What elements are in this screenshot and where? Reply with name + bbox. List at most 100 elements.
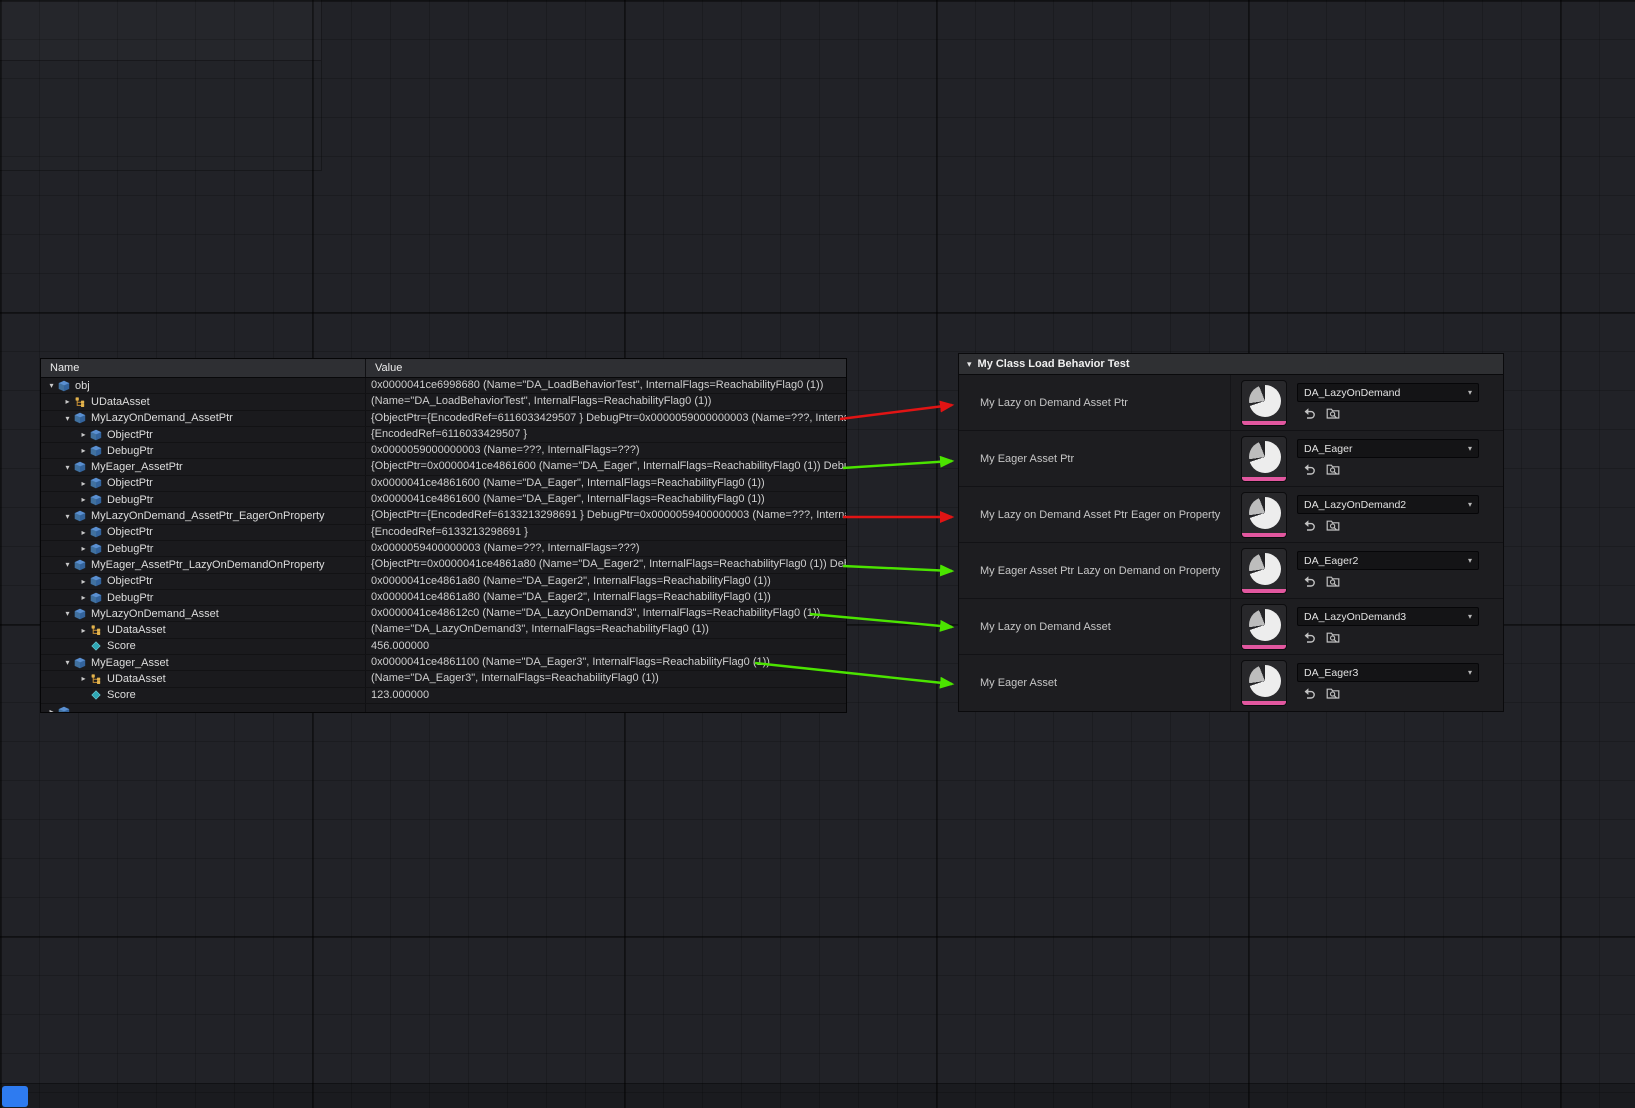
watch-name-cell: ▾obj	[41, 378, 366, 394]
asset-dropdown[interactable]: DA_Eager3▾	[1297, 663, 1479, 682]
object-icon	[90, 429, 103, 441]
asset-thumbnail[interactable]	[1241, 604, 1287, 650]
asset-dropdown[interactable]: DA_Eager2▾	[1297, 551, 1479, 570]
watch-table-row[interactable]: ▾ MyLazyOnDemand_AssetPtr {ObjectPtr={Enco…	[41, 410, 846, 427]
asset-type-color-bar	[1242, 701, 1286, 705]
watch-value: 0x0000041ce4861600 (Name="DA_Eager", Int…	[371, 476, 765, 489]
table-header: Name Value	[41, 359, 846, 378]
watch-table-row[interactable]: ▸ ObjectPtr {EncodedRef=6116033429507 }	[41, 426, 846, 444]
watch-table-row[interactable]: ▸UDataAsset(Name="DA_LazyOnDemand3", Int…	[41, 622, 846, 639]
asset-type-color-bar	[1242, 645, 1286, 649]
watch-name: MyLazyOnDemand_AssetPtr	[91, 412, 233, 425]
expand-arrow-icon[interactable]: ▸	[81, 430, 86, 440]
expand-arrow-icon[interactable]: ▸	[81, 446, 86, 456]
asset-thumbnail[interactable]	[1241, 492, 1287, 538]
column-header-name[interactable]: Name	[41, 359, 366, 377]
expand-arrow-icon[interactable]: ▸	[81, 478, 86, 488]
category-header[interactable]: ▾ My Class Load Behavior Test	[959, 354, 1503, 375]
asset-dropdown[interactable]: DA_LazyOnDemand2▾	[1297, 495, 1479, 514]
asset-dropdown[interactable]: DA_LazyOnDemand3▾	[1297, 607, 1479, 626]
thumbnail-wrap	[1231, 604, 1297, 654]
use-selected-asset-icon[interactable]	[1302, 630, 1316, 644]
expand-arrow-icon[interactable]: ▸	[81, 544, 86, 554]
details-panel: ▾ My Class Load Behavior Test My Lazy on…	[958, 353, 1504, 712]
expand-arrow-icon[interactable]: ▸	[81, 527, 86, 537]
pie-chart-icon	[1249, 609, 1281, 641]
expand-arrow-icon[interactable]: ▸	[81, 576, 86, 586]
collapse-arrow-icon[interactable]: ▾	[49, 381, 54, 391]
collapse-arrow-icon[interactable]: ▾	[65, 609, 70, 619]
watch-table-row[interactable]: ▾MyLazyOnDemand_AssetPtr_EagerOnProperty…	[41, 508, 846, 525]
collapse-arrow-icon[interactable]: ▾	[65, 560, 70, 570]
asset-editor: DA_LazyOnDemand2▾	[1297, 492, 1479, 542]
browse-to-asset-icon[interactable]	[1326, 462, 1340, 476]
use-selected-asset-icon[interactable]	[1302, 686, 1316, 700]
asset-thumbnail[interactable]	[1241, 436, 1287, 482]
use-selected-asset-icon[interactable]	[1302, 518, 1316, 532]
watch-table-row[interactable]: Score 123.000000	[41, 687, 846, 704]
property-value-cell: DA_LazyOnDemand2▾	[1231, 487, 1503, 542]
expand-arrow-icon[interactable]: ▸	[49, 707, 54, 712]
watch-name: ObjectPtr	[107, 575, 153, 588]
watch-table-row[interactable]: ▸UDataAsset(Name="DA_Eager3", InternalFl…	[41, 671, 846, 688]
watch-value: 123.000000	[371, 688, 430, 701]
watch-value: {ObjectPtr={EncodedRef=6116033429507 } D…	[371, 411, 846, 424]
watch-name: Score	[107, 640, 136, 653]
watch-value: (Name="DA_Eager3", InternalFlags=Reachab…	[371, 672, 659, 685]
watch-name: ObjectPtr	[107, 428, 153, 441]
browse-to-asset-icon[interactable]	[1326, 686, 1340, 700]
watch-name-cell: ▸DebugPtr	[41, 589, 366, 606]
asset-dropdown[interactable]: DA_LazyOnDemand▾	[1297, 383, 1479, 402]
watch-table-row[interactable]: ▸ObjectPtr{EncodedRef=6133213298691 }	[41, 524, 846, 541]
asset-thumbnail[interactable]	[1241, 380, 1287, 426]
watch-value: {ObjectPtr=0x0000041ce4861600 (Name="DA_…	[371, 460, 846, 473]
watch-name: MyEager_Asset	[91, 656, 169, 669]
watch-name-cell: Score	[41, 687, 366, 703]
watch-table-row[interactable]: ▾MyEager_AssetPtr_LazyOnDemandOnProperty…	[41, 557, 846, 574]
taskbar-app-icon[interactable]	[2, 1086, 28, 1107]
browse-to-asset-icon[interactable]	[1326, 518, 1340, 532]
watch-value: 0x0000059400000003 (Name=???, InternalFl…	[371, 541, 640, 554]
use-selected-asset-icon[interactable]	[1302, 406, 1316, 420]
collapse-arrow-icon[interactable]: ▾	[65, 658, 70, 668]
asset-type-color-bar	[1242, 421, 1286, 425]
watch-table-row[interactable]: Score 456.000000	[41, 638, 846, 656]
expand-arrow-icon[interactable]: ▸	[65, 397, 70, 407]
browse-to-asset-icon[interactable]	[1326, 630, 1340, 644]
collapse-arrow-icon[interactable]: ▾	[65, 511, 70, 521]
expand-arrow-icon[interactable]: ▸	[81, 625, 86, 635]
property-value-cell: DA_Eager▾	[1231, 431, 1503, 486]
watch-table-row[interactable]: ▸UDataAsset(Name="DA_LoadBehaviorTest", …	[41, 394, 846, 411]
watch-value: 456.000000	[371, 639, 430, 652]
asset-thumbnail[interactable]	[1241, 660, 1287, 706]
pie-chart-icon	[1249, 385, 1281, 417]
collapse-arrow-icon[interactable]: ▾	[65, 413, 70, 423]
expand-arrow-icon[interactable]: ▸	[81, 495, 86, 505]
asset-tool-buttons	[1302, 686, 1479, 700]
browse-to-asset-icon[interactable]	[1326, 574, 1340, 588]
asset-thumbnail[interactable]	[1241, 548, 1287, 594]
pie-chart-icon	[1249, 441, 1281, 473]
watch-value: {EncodedRef=6116033429507 }	[371, 427, 528, 440]
asset-dropdown[interactable]: DA_Eager▾	[1297, 439, 1479, 458]
column-header-value[interactable]: Value	[375, 362, 403, 374]
expand-arrow-icon[interactable]: ▸	[81, 674, 86, 684]
asset-name: DA_LazyOnDemand2	[1304, 498, 1407, 511]
expand-arrow-icon[interactable]: ▸	[81, 593, 86, 602]
browse-to-asset-icon[interactable]	[1326, 406, 1340, 420]
watch-table-row[interactable]: ▸	[41, 703, 846, 712]
use-selected-asset-icon[interactable]	[1302, 574, 1316, 588]
use-selected-asset-icon[interactable]	[1302, 462, 1316, 476]
watch-table-row[interactable]: ▾MyEager_AssetPtr{ObjectPtr=0x0000041ce4…	[41, 459, 846, 476]
pie-chart-icon	[1249, 553, 1281, 585]
collapse-arrow-icon[interactable]: ▾	[65, 462, 70, 472]
